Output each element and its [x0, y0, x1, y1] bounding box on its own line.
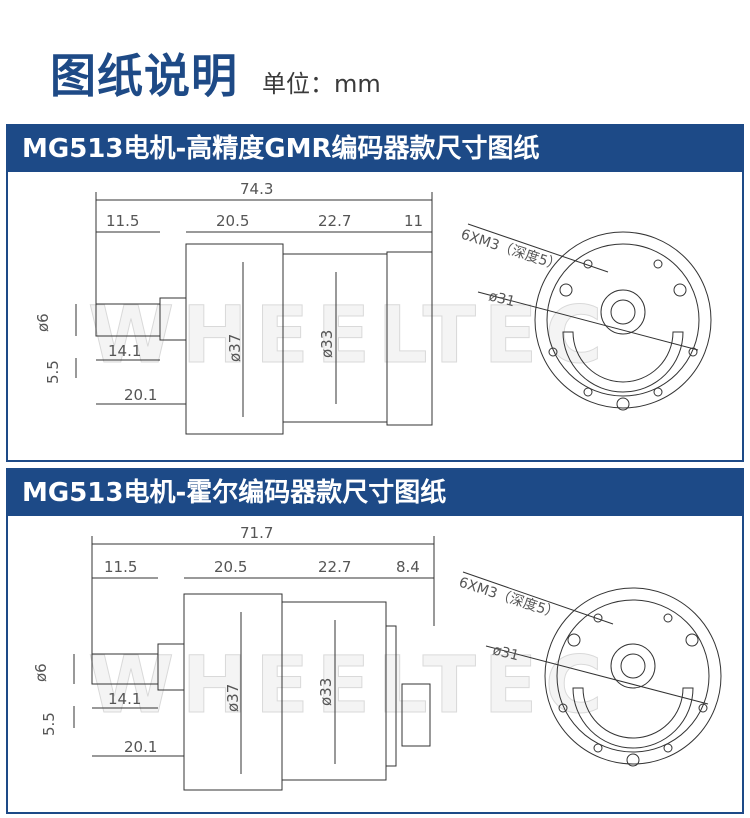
drawing-section-gmr: MG513电机-高精度GMR编码器款尺寸图纸 WHEELTEC 74.3 11.… — [6, 124, 744, 462]
hall-connector — [401, 683, 431, 747]
front-view-shaft-hole — [600, 289, 646, 335]
dim-motor-diameter: ø33 — [318, 330, 336, 358]
section-title: MG513电机-高精度GMR编码器款尺寸图纸 — [8, 126, 742, 172]
section-title: MG513电机-霍尔编码器款尺寸图纸 — [8, 470, 742, 516]
front-view-outer — [534, 231, 712, 409]
hall-encoder-board — [385, 625, 397, 767]
hole-spec: 6XM3（深度5） — [459, 227, 563, 274]
dim-gearbox-diameter: ø37 — [226, 334, 244, 362]
dim-total: 74.3 — [240, 180, 273, 198]
pcd-label: ø31 — [487, 288, 516, 310]
dim-shaft-diameter: ø6 — [32, 663, 50, 682]
dimension-drawing: WHEELTEC 71.7 11.5 20.5 22.7 8.4 14.1 20… — [32, 524, 722, 791]
hole-spec: 6XM3（深度5） — [457, 575, 561, 622]
dim-motor: 22.7 — [318, 212, 351, 230]
unit-label: 单位：mm — [262, 70, 381, 98]
dim-motor: 22.7 — [318, 558, 351, 576]
front-view-outer — [544, 587, 722, 765]
dim-motor-diameter: ø33 — [317, 678, 335, 706]
dim-flat: 14.1 — [108, 342, 141, 360]
dim-gearbox: 20.5 — [214, 558, 247, 576]
dimension-drawing: WHEELTEC 74.3 11.5 20.5 22.7 11 14.1 20.… — [34, 180, 712, 435]
dim-base: 20.1 — [124, 738, 157, 756]
dim-shaft-length: 11.5 — [106, 212, 139, 230]
dim-base: 20.1 — [124, 386, 157, 404]
watermark: WHEELTEC — [88, 291, 610, 381]
encoder-body — [386, 251, 433, 426]
dim-encoder: 8.4 — [396, 558, 420, 576]
dim-total: 71.7 — [240, 524, 273, 542]
dim-shaft-length: 11.5 — [104, 558, 137, 576]
page-title: 图纸说明 — [50, 49, 238, 103]
pcd-label: ø31 — [491, 642, 520, 664]
dim-encoder: 11 — [404, 212, 423, 230]
page-header: 图纸说明 单位：mm — [0, 0, 750, 118]
dim-gearbox-diameter: ø37 — [224, 684, 242, 712]
dim-offset: 5.5 — [44, 360, 62, 384]
dim-gearbox: 20.5 — [216, 212, 249, 230]
dim-offset: 5.5 — [40, 712, 58, 736]
drawing-section-hall: MG513电机-霍尔编码器款尺寸图纸 WHEELTEC 71.7 11.5 20… — [6, 468, 744, 814]
front-view-shaft-hole — [610, 643, 656, 689]
watermark: WHEELTEC — [88, 641, 610, 731]
dim-shaft-diameter: ø6 — [34, 313, 52, 332]
dim-flat: 14.1 — [108, 690, 141, 708]
